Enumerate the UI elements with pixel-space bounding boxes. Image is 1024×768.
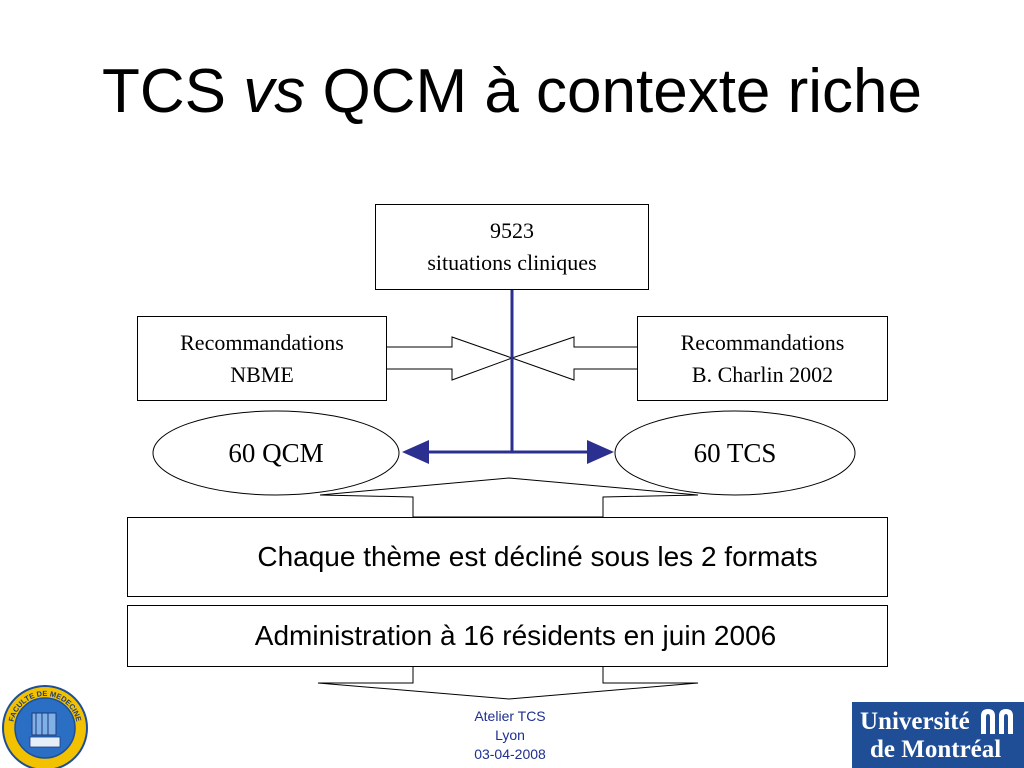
title-part-2: QCM à contexte riche (305, 57, 923, 126)
title-part-1: TCS (101, 57, 244, 126)
top-box: 9523 situations cliniques (375, 204, 649, 290)
footer-line-3: 03-04-2008 (474, 745, 546, 762)
logo-mark-icon (981, 709, 1013, 734)
ellipse-qcm (152, 410, 400, 496)
slide-title: TCS vs QCM à contexte riche (0, 56, 1024, 127)
right-box-line-1: Recommandations (680, 329, 845, 355)
down-block-arrow-2 (317, 667, 699, 700)
admin-box-text: Administration à 16 résidents en juin 20… (254, 620, 777, 651)
logo-line-1: Université (860, 708, 970, 735)
theme-box-text: Chaque thème est décliné sous les 2 form… (257, 541, 818, 572)
logo-line-2: de Montréal (870, 736, 1002, 763)
admin-box: Administration à 16 résidents en juin 20… (127, 605, 888, 667)
top-box-line-1: 9523 (490, 218, 534, 243)
left-block-arrow (386, 336, 514, 381)
left-box-line-1: Recommandations (180, 329, 344, 355)
down-block-arrow-1 (319, 477, 699, 518)
faculte-de-medecine-seal-icon: FACULTE DE MEDECINE (2, 685, 88, 768)
ellipse-tcs-label: 60 TCS (693, 438, 777, 468)
footer: Atelier TCS Lyon 03-04-2008 (420, 707, 600, 764)
theme-box: Chaque thème est décliné sous les 2 form… (127, 517, 888, 597)
title-italic: vs (243, 57, 306, 126)
footer-line-1: Atelier TCS (474, 708, 546, 724)
left-box: Recommandations NBME (137, 316, 387, 401)
right-box-line-2: B. Charlin 2002 (691, 361, 834, 387)
left-box-line-2: NBME (230, 361, 294, 387)
footer-line-2: Lyon (495, 726, 525, 743)
ellipse-tcs (614, 410, 856, 496)
universite-de-montreal-logo-icon: Université de Montréal (852, 702, 1024, 768)
top-box-line-2: situations cliniques (427, 250, 597, 275)
right-box: Recommandations B. Charlin 2002 (637, 316, 888, 401)
right-block-arrow (510, 336, 638, 381)
ellipse-qcm-label: 60 QCM (228, 438, 324, 468)
